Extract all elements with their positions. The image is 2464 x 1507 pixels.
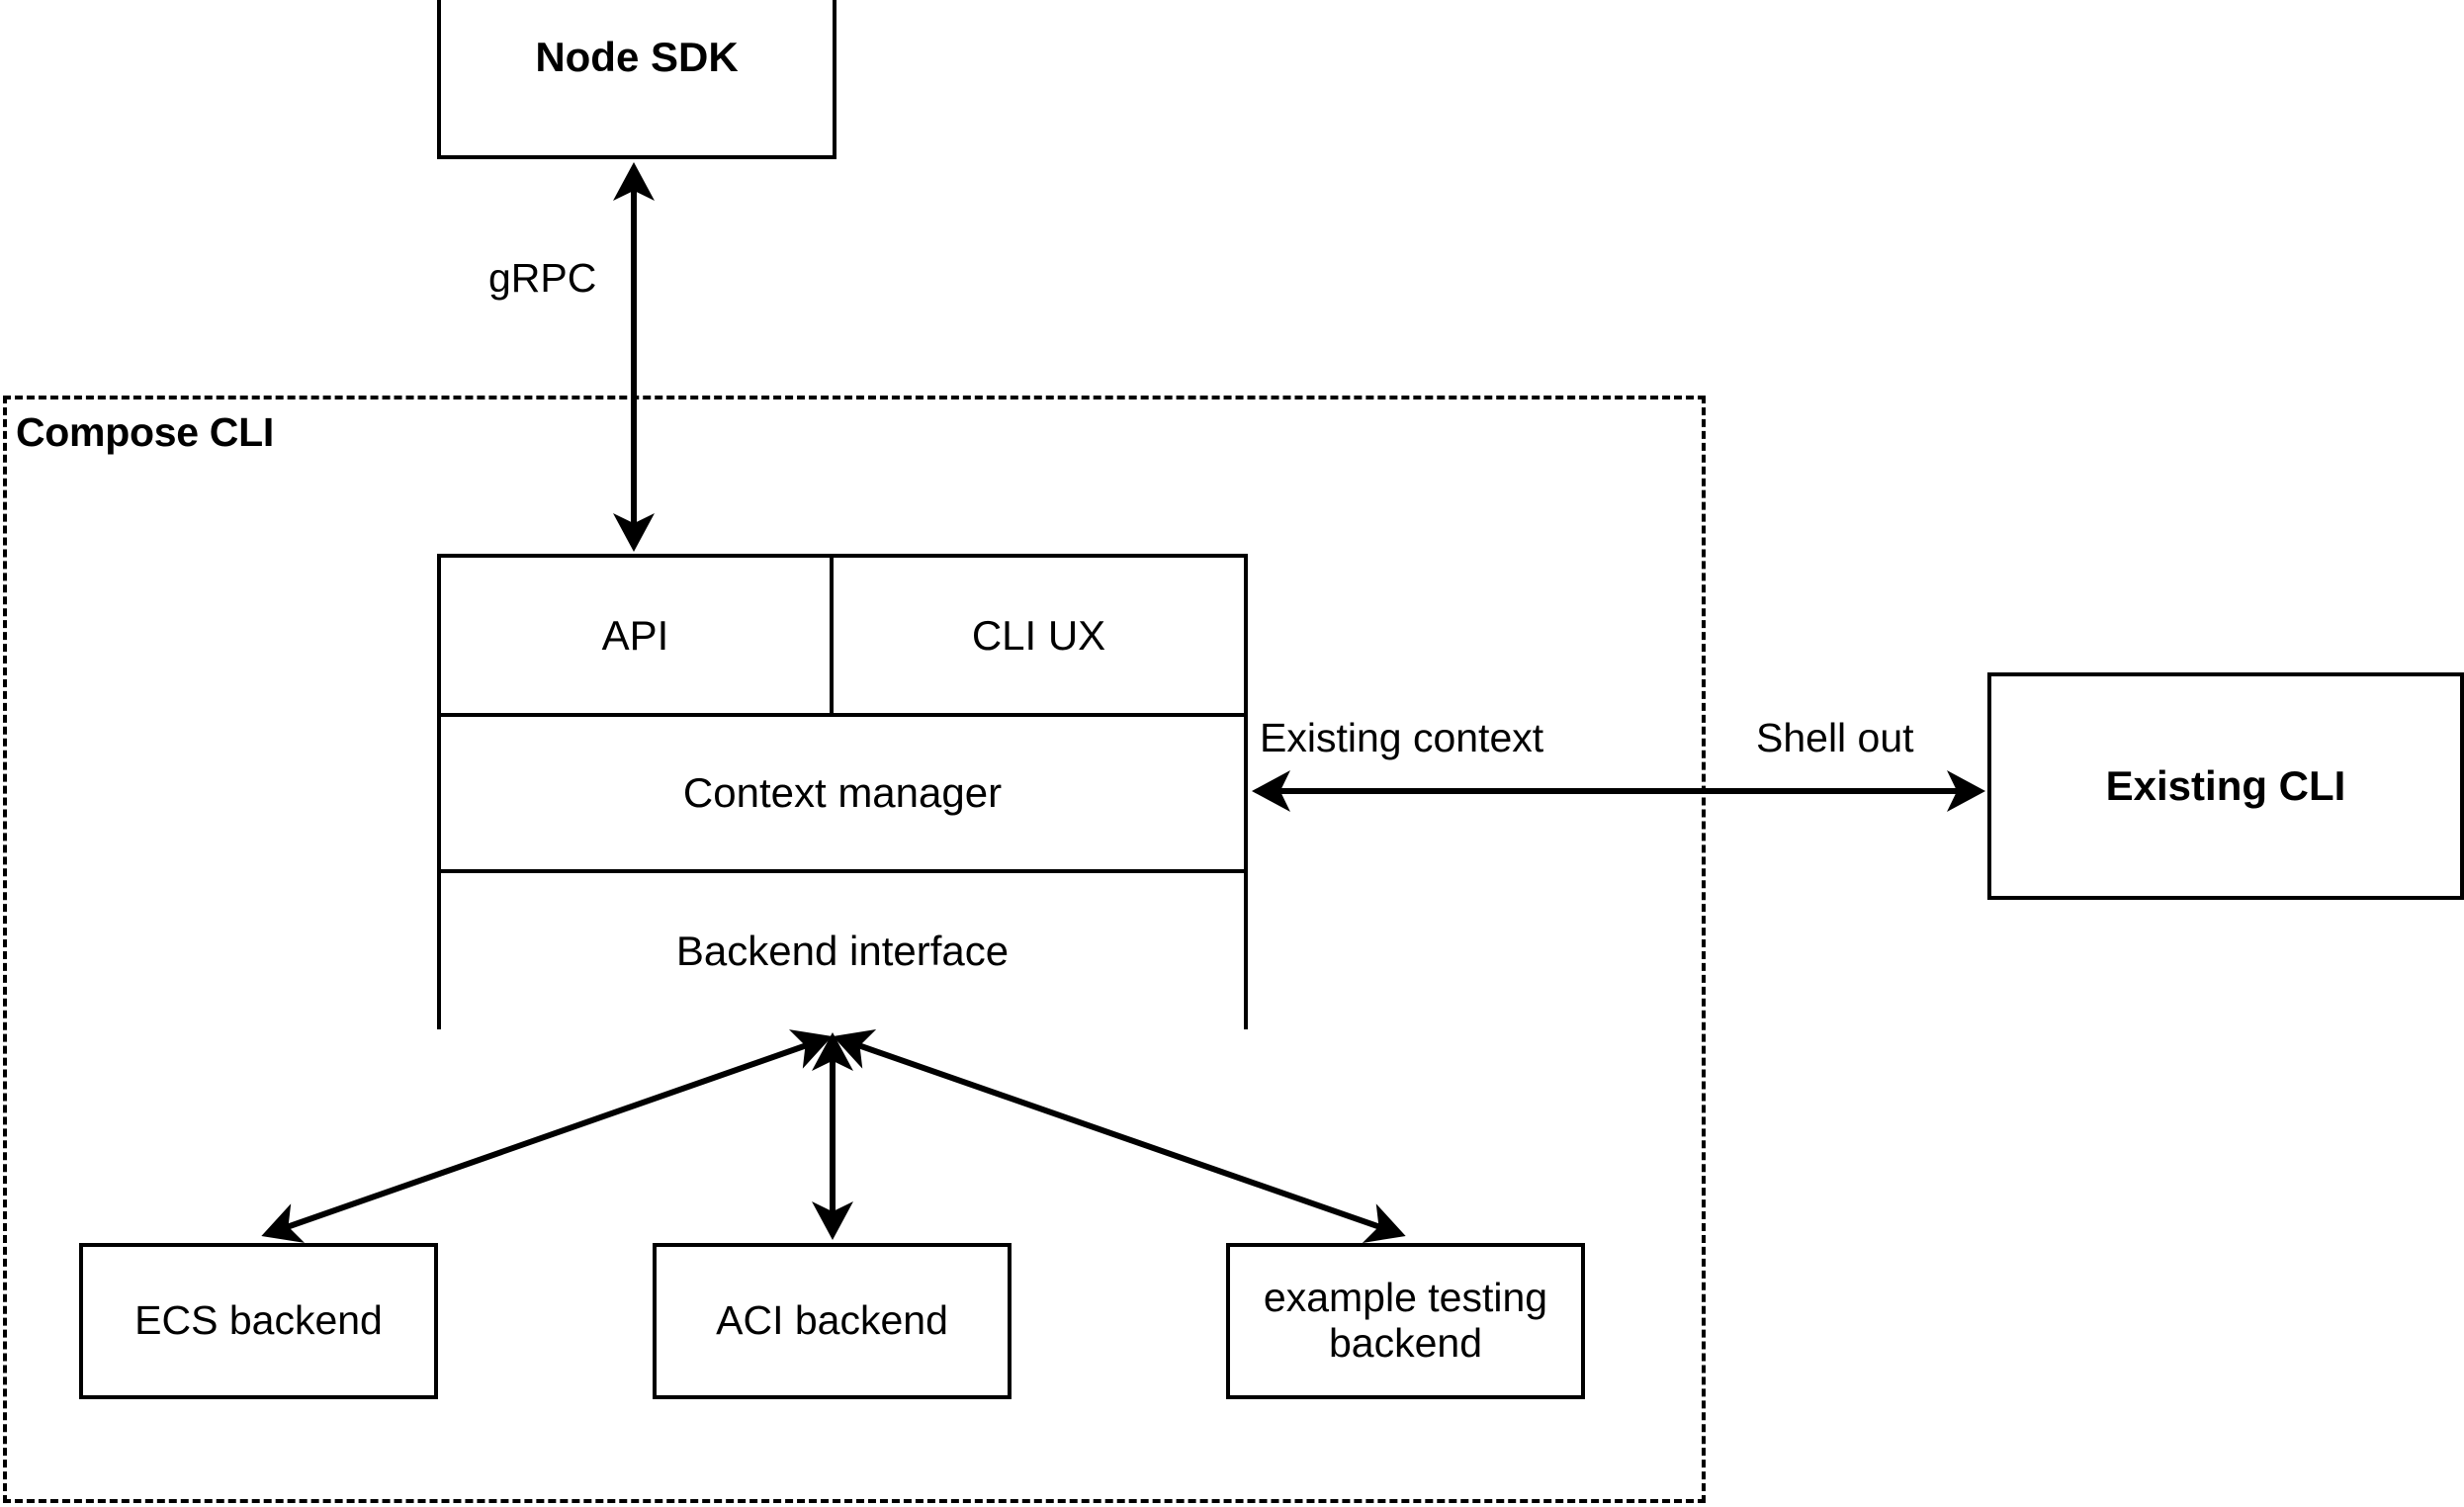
stack-row-context-manager-label: Context manager [682,769,1003,816]
stack-compose-cli-core: API CLI UX Context manager Backend inter… [437,554,1248,1029]
node-aci-backend[interactable]: ACI backend [653,1243,1012,1399]
edge-label-existing-context: Existing context [1256,715,1548,761]
group-compose-cli-label: Compose CLI [16,409,274,455]
stack-row-api-cliux: API CLI UX [441,558,1244,717]
edge-label-grpc: gRPC [484,255,601,302]
stack-row-backend-interface[interactable]: Backend interface [441,873,1244,1029]
node-existing-cli-label: Existing CLI [2105,762,2346,810]
node-example-testing-backend-label: example testing backend [1263,1275,1548,1366]
stack-row-context-manager[interactable]: Context manager [441,717,1244,873]
node-ecs-backend-label: ECS backend [134,1297,383,1344]
stack-row-backend-interface-label: Backend interface [675,928,1010,974]
node-ecs-backend[interactable]: ECS backend [79,1243,438,1399]
stack-cell-api-label: API [601,611,669,659]
node-aci-backend-label: ACI backend [716,1297,948,1344]
edge-label-shell-out: Shell out [1752,715,1918,761]
stack-cell-cli-ux[interactable]: CLI UX [834,558,1244,713]
node-existing-cli[interactable]: Existing CLI [1987,672,2464,900]
stack-cell-api[interactable]: API [441,558,834,713]
stack-cell-cli-ux-label: CLI UX [971,611,1106,659]
group-compose-cli [3,396,1706,1503]
node-node-sdk-label: Node SDK [535,33,739,80]
node-node-sdk[interactable]: Node SDK [437,0,836,159]
node-example-testing-backend[interactable]: example testing backend [1226,1243,1585,1399]
